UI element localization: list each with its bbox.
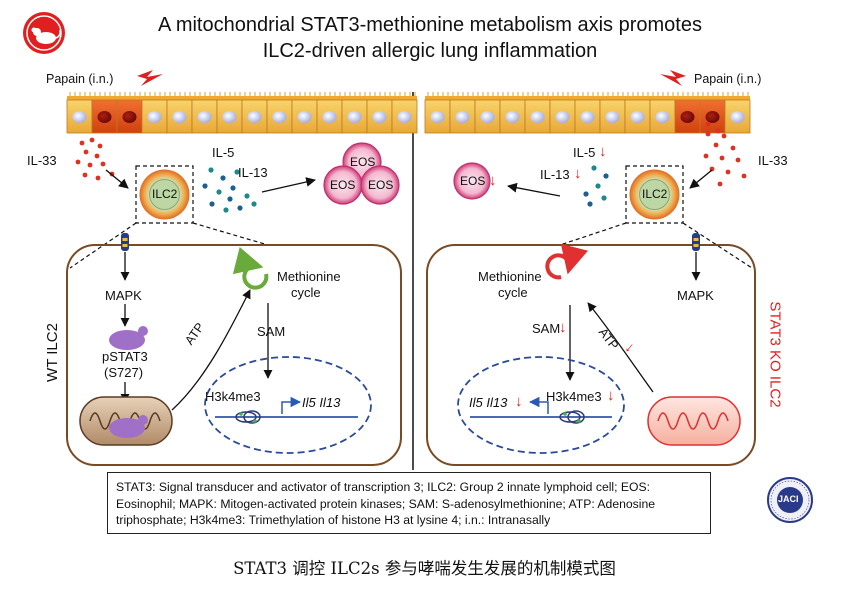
arrow-il33-to-ilc2-right: [689, 169, 713, 189]
pstat3-label: pSTAT3: [102, 349, 148, 364]
jaci-journal-seal-icon: [767, 477, 813, 523]
il5-label-left: IL-5: [212, 145, 235, 160]
genes-down-arrow-icon: ↓: [515, 393, 523, 410]
cycle-label-right: cycle: [498, 285, 528, 300]
il33-label-left: IL-33: [27, 153, 57, 168]
ilc2-label-left: ILC2: [152, 187, 178, 201]
ilc2-highlight-box-left: [135, 165, 194, 224]
genes-label-left: Il5 Il13: [302, 395, 341, 410]
transcription-arrow-right: [528, 396, 549, 414]
eos-down-arrow-icon: ↓: [489, 172, 497, 189]
eos-label-3: EOS: [368, 178, 394, 192]
il33-dots-left: [75, 137, 115, 181]
figure-caption: STAT3 调控 ILC2s 参与哮喘发生发展的机制模式图: [233, 559, 616, 578]
ilc2-highlight-box-right: [625, 165, 684, 224]
jaci-logo-text: JACI: [778, 494, 799, 504]
receptor-right-icon: [692, 233, 700, 251]
receptor-left-icon: [121, 233, 129, 251]
arrow-il33-to-ilc2-left: [105, 169, 129, 189]
h3k4me3-label-left: H3k4me3: [205, 389, 261, 404]
zoom-line-left-b: [192, 222, 269, 246]
title-line-2: ILC2-driven allergic lung inflammation: [262, 40, 598, 62]
arrow-cytokine-to-eos-left: [261, 177, 316, 193]
cytokine-dots-left: [202, 167, 257, 213]
mouse-logo-icon: [23, 12, 65, 54]
mapk-label-left: MAPK: [105, 288, 142, 303]
ilc2-label-right: ILC2: [642, 187, 668, 201]
pstat3-protein-icon: [109, 326, 148, 350]
methionine-label-left: Methionine: [277, 269, 341, 284]
cycle-label-left: cycle: [291, 285, 321, 300]
h3k4me3-label-right: H3k4me3: [546, 389, 602, 404]
cytokine-dots-right: [583, 165, 609, 207]
wt-ilc2-cell-box: [66, 244, 402, 466]
il5-label-right: IL-5: [573, 145, 596, 160]
arrow-atp-right: [587, 302, 654, 393]
eos-label-2: EOS: [330, 178, 356, 192]
nucleus-right: [457, 356, 625, 454]
il33-label-right: IL-33: [758, 153, 788, 168]
il33-dots-right: [703, 121, 747, 187]
epithelium-right: [424, 92, 751, 134]
chromatin-left-icon: [215, 410, 358, 424]
zoom-line-left-a: [69, 222, 137, 269]
wt-ilc2-side-label: WT ILC2: [43, 323, 61, 382]
eos-label-1: EOS: [350, 155, 376, 169]
sam-down-arrow-icon: ↓: [559, 319, 567, 336]
eos-label-right: EOS: [460, 174, 486, 188]
chromatin-right-icon: [470, 410, 612, 424]
mapk-label-right: MAPK: [677, 288, 714, 303]
epithelial-cell: [549, 99, 576, 134]
il13-label-left: IL-13: [238, 165, 268, 180]
transcription-arrow-left: [281, 396, 302, 414]
il13-label-right: IL-13: [540, 167, 570, 182]
methionine-cycle-right-icon: [545, 243, 588, 280]
eos-cluster-left: [323, 142, 400, 205]
epithelial-cell: [266, 99, 293, 134]
methionine-label-right: Methionine: [478, 269, 542, 284]
sam-label-right: SAM: [532, 321, 561, 336]
epithelial-cell: [391, 99, 418, 134]
ko-ilc2-cell-box: [426, 244, 756, 466]
s727-label: (S727): [104, 365, 144, 380]
il5-down-arrow-icon: ↓: [599, 143, 607, 160]
papain-label-right: Papain (i.n.): [694, 72, 762, 86]
h3k4me3-down-arrow-icon: ↓: [607, 387, 615, 404]
il13-down-arrow-icon: ↓: [574, 165, 582, 182]
title-line-1: A mitochondrial STAT3-methionine metabol…: [158, 14, 702, 36]
arrow-cytokine-to-eos-right: [507, 182, 561, 197]
nucleus-left: [204, 356, 372, 454]
mitochondrion-left-icon: [79, 396, 173, 446]
zoom-line-right-a: [559, 222, 627, 246]
methionine-cycle-left-icon: [232, 247, 269, 290]
abbreviation-legend: STAT3: Signal transducer and activator o…: [107, 472, 711, 534]
epithelium-left: [66, 92, 418, 134]
arrow-atp-left: [171, 289, 251, 411]
mitochondrion-right-icon: [647, 396, 741, 446]
lightning-bolt-left-icon: [137, 70, 163, 86]
stat3-ko-ilc2-side-label: STAT3 KO ILC2: [766, 301, 784, 408]
genes-label-right: Il5 Il13: [469, 395, 508, 410]
sam-label-left: SAM: [257, 324, 286, 339]
papain-label-left: Papain (i.n.): [46, 72, 114, 86]
lightning-bolt-right-icon: [660, 70, 686, 86]
eos-cell-right: [453, 162, 491, 200]
